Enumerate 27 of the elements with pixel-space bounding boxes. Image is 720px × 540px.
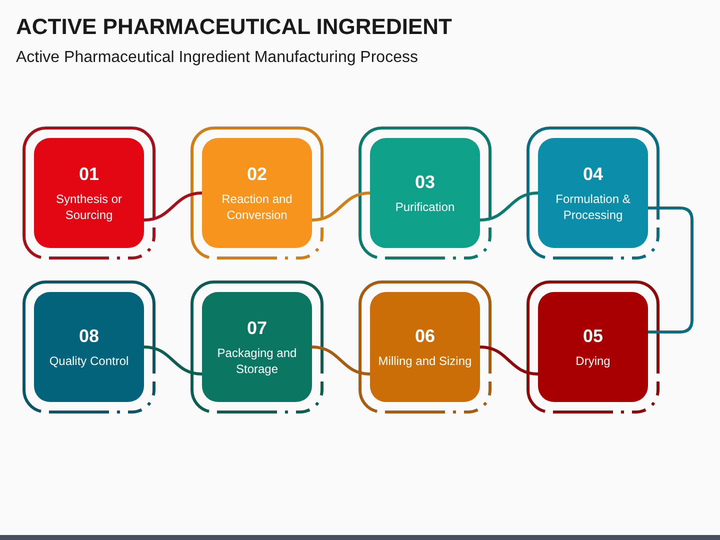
step-number: 02 [246, 164, 268, 184]
step-label: Quality Control [48, 352, 130, 368]
step-number: 01 [78, 164, 100, 184]
step-label: Synthesis or Sourcing [54, 190, 124, 222]
step-label: Formulation & Processing [554, 190, 632, 222]
step-box [370, 292, 480, 402]
step-box [34, 292, 144, 402]
step-label: Purification [394, 198, 456, 214]
step-label: Milling and Sizing [377, 352, 473, 368]
step-box [538, 138, 648, 248]
step-number: 03 [414, 172, 436, 192]
step-box [202, 138, 312, 248]
step-number: 05 [582, 326, 604, 346]
subtitle: Active Pharmaceutical Ingredient Manufacturing Process [16, 49, 418, 67]
connector-line [648, 206, 694, 334]
step-number: 07 [246, 318, 268, 338]
step-label: Reaction and Conversion [220, 190, 294, 222]
step-box [34, 138, 144, 248]
step-label: Packaging and Storage [216, 344, 298, 376]
step-number: 04 [582, 164, 604, 184]
step-number: 06 [414, 326, 436, 346]
step-number: 08 [78, 326, 100, 346]
title: ACTIVE PHARMACEUTICAL INGREDIENT [16, 14, 452, 40]
step-label: Drying [574, 352, 612, 368]
step-box [538, 292, 648, 402]
step-box [202, 292, 312, 402]
step-box [370, 138, 480, 248]
